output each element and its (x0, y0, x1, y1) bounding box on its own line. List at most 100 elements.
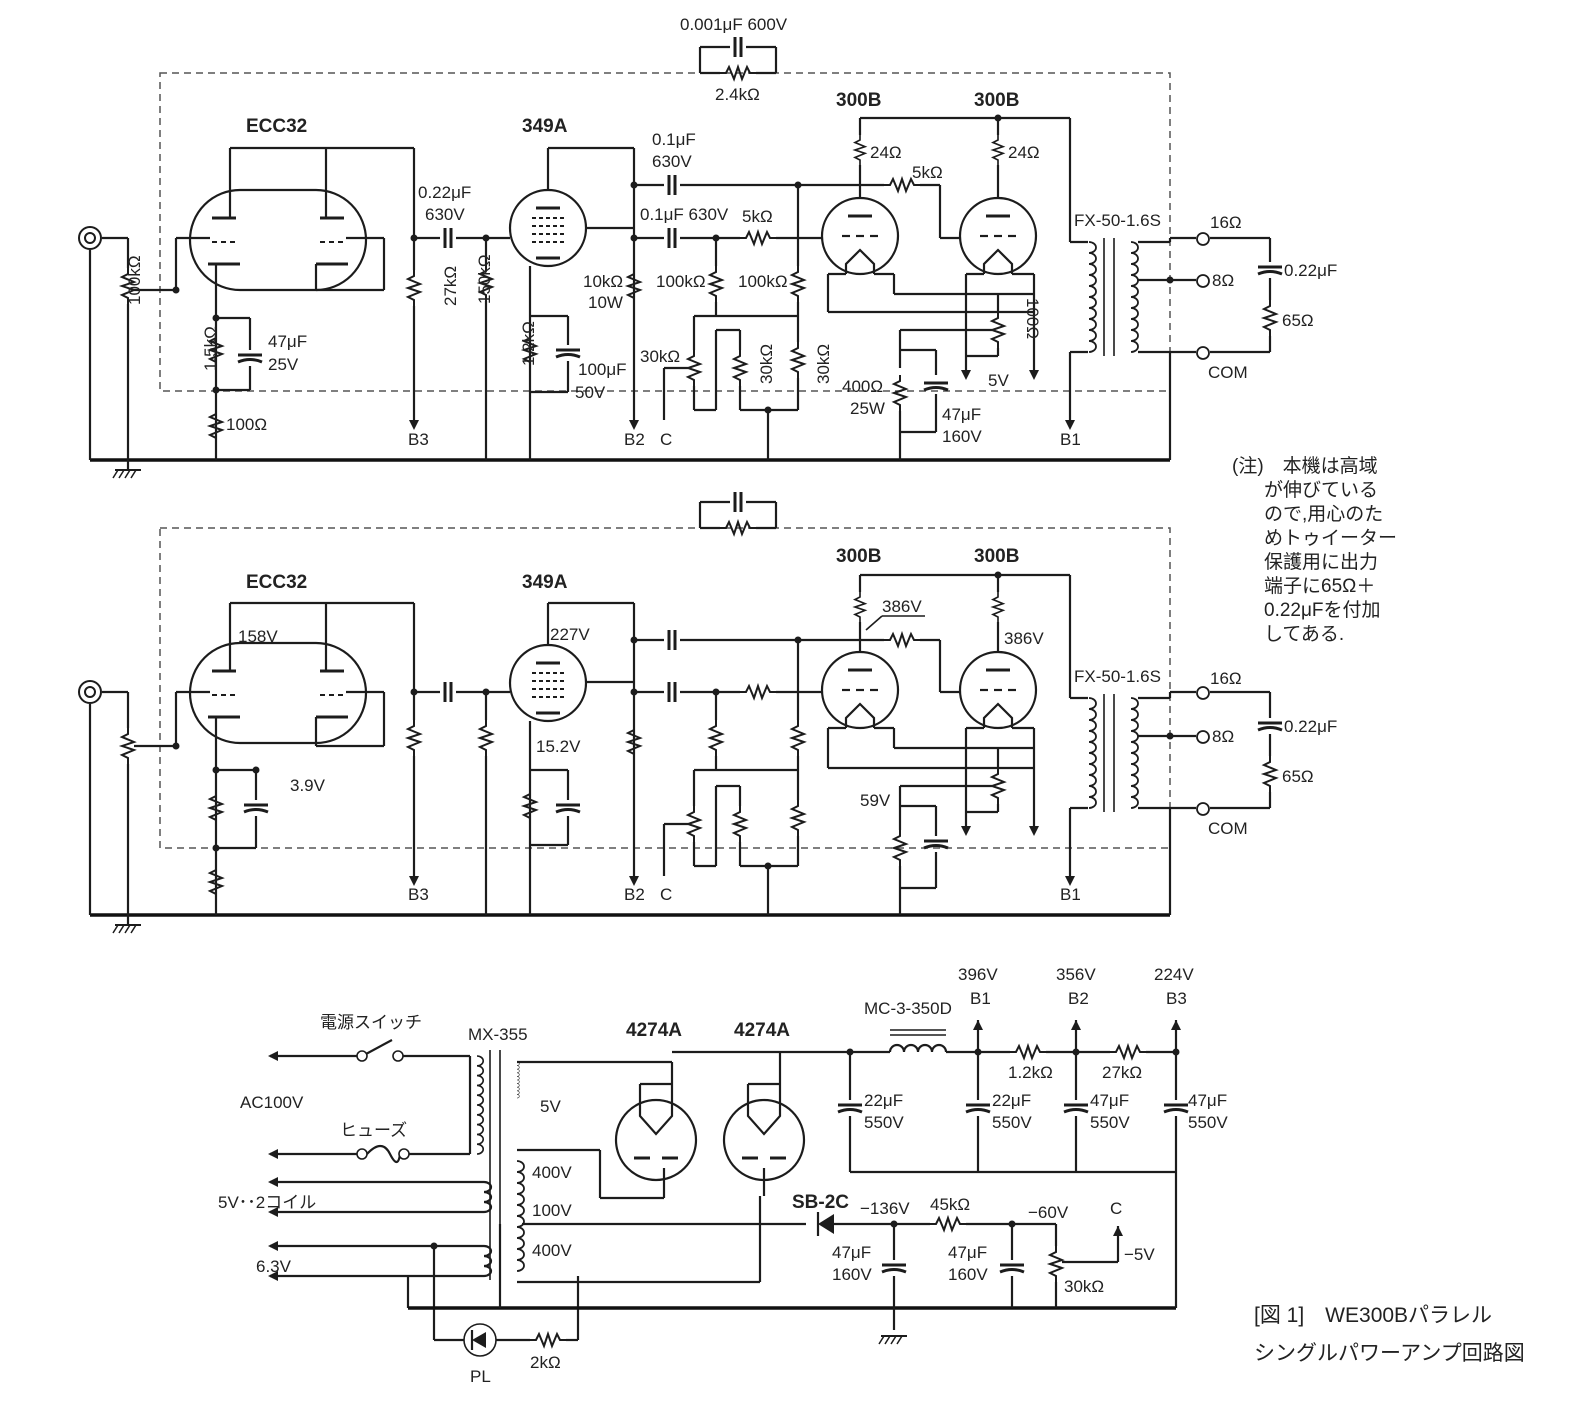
note-line-4: めトゥイーター (1264, 527, 1397, 549)
cathode-cap-label-2: 25V (268, 355, 299, 374)
note-line-8: してある. (1264, 624, 1344, 645)
v386b-label: 386V (1004, 629, 1044, 648)
c-top: C (660, 430, 672, 449)
r30k-pot-label: 30kΩ (640, 347, 680, 366)
v224-label: 224V (1154, 965, 1194, 984)
coil-label: 5V･･2コイル (218, 1193, 316, 1212)
300b-2-label: 300B (974, 90, 1019, 111)
r24-a-label: 24Ω (870, 143, 902, 162)
note-line-7: 0.22μFを付加 (1264, 599, 1381, 621)
note-line-6: 端子に65Ω＋ (1264, 575, 1375, 597)
r12k-label: 1.2kΩ (519, 321, 538, 366)
power-supply: 電源スイッチ AC100V ヒューズ MX-355 5V･･2コイル 6.3V (218, 965, 1228, 1386)
r100k-b-label: 100kΩ (738, 272, 788, 291)
r30k-a-label: 30kΩ (757, 344, 776, 384)
b2-psu: B2 (1068, 989, 1089, 1008)
b3-top: B3 (408, 430, 429, 449)
cathode-cap-label-1: 47μF (268, 332, 307, 351)
r400-label-1: 400Ω (842, 377, 883, 396)
c47b-label-1: 47μF (1188, 1091, 1227, 1110)
349a-label: 349A (522, 116, 568, 137)
rect2-label: 4274A (734, 1020, 790, 1041)
xfmr-mid-label: FX-50-1.6S (1074, 667, 1161, 686)
r45k-label: 45kΩ (930, 1195, 970, 1214)
b2-mid: B2 (624, 885, 645, 904)
note-line-2: が伸びている (1264, 479, 1378, 501)
b2-top: B2 (624, 430, 645, 449)
c-mid: C (660, 885, 672, 904)
c47a-label-1: 47μF (1090, 1091, 1129, 1110)
c47a-label-2: 550V (1090, 1113, 1130, 1132)
v386a-label: 386V (882, 597, 922, 616)
v63-label: 6.3V (256, 1257, 292, 1276)
cc-label-1: 0.22μF (418, 183, 471, 202)
v396-label: 396V (958, 965, 998, 984)
c01a-label-2: 630V (652, 152, 692, 171)
b1-psu: B1 (970, 989, 991, 1008)
r100-label: 100Ω (226, 415, 267, 434)
t16-label: 16Ω (1210, 213, 1242, 232)
c47-label-2: 160V (942, 427, 982, 446)
c022-label: 0.22μF (1284, 261, 1337, 280)
r12k-psu-label: 1.2kΩ (1008, 1063, 1053, 1082)
sb2c-label: SB-2C (792, 1192, 849, 1213)
caption-line-1: [図 1] WE300Bパラレル (1254, 1304, 1492, 1327)
note-line-3: ので,用心のた (1264, 504, 1383, 525)
pl-label: PL (470, 1367, 491, 1386)
v356-label: 356V (1056, 965, 1096, 984)
c01b-label: 0.1μF 630V (640, 205, 729, 224)
top-amplifier: 0.001μF 600V 2.4kΩ 100kΩ ECC32 (78, 15, 1337, 479)
c47c-label-2: 160V (832, 1265, 872, 1284)
v39-label: 3.9V (290, 776, 326, 795)
fuse-label: ヒューズ (340, 1121, 407, 1140)
v152-label: 15.2V (536, 737, 581, 756)
t8-mid-label: 8Ω (1212, 727, 1234, 746)
300b-2-mid-label: 300B (974, 546, 1019, 567)
ecc32-mid-label: ECC32 (246, 572, 307, 593)
v227-label: 227V (550, 625, 590, 644)
vm5-label: −5V (1124, 1245, 1155, 1264)
tcom-mid-label: COM (1208, 819, 1248, 838)
c22b-label-1: 22μF (992, 1091, 1031, 1110)
rect1-label: 4274A (626, 1020, 682, 1041)
r27k-label: 27kΩ (441, 266, 460, 306)
c100-label-2: 50V (575, 383, 606, 402)
hum-res-label: 100Ω (1023, 298, 1042, 339)
v5-label: 5V (988, 371, 1009, 390)
b3-psu: B3 (1166, 989, 1187, 1008)
mx355-label: MX-355 (468, 1025, 528, 1044)
cathode-res-label: 1.5kΩ (201, 326, 220, 371)
ecc32-label: ECC32 (246, 116, 307, 137)
ac-label: AC100V (240, 1093, 304, 1112)
c01a-label-1: 0.1μF (652, 130, 696, 149)
b1-top: B1 (1060, 430, 1081, 449)
r5k-a-label: 5kΩ (742, 207, 773, 226)
r27k-psu-label: 27kΩ (1102, 1063, 1142, 1082)
design-note: (注) 本機は高域 が伸びている ので,用心のた めトゥイーター 保護用に出力 … (1232, 455, 1397, 645)
v158-label: 158V (238, 627, 278, 646)
b3-mid: B3 (408, 885, 429, 904)
t8-label: 8Ω (1212, 271, 1234, 290)
xfmr-label: FX-50-1.6S (1074, 211, 1161, 230)
300b-1-mid-label: 300B (836, 546, 881, 567)
c100-label-1: 100μF (578, 360, 627, 379)
349a-mid-label: 349A (522, 572, 568, 593)
v59-label: 59V (860, 791, 891, 810)
300b-1-label: 300B (836, 90, 881, 111)
c022-mid-label: 0.22μF (1284, 717, 1337, 736)
r150k-label: 150kΩ (475, 254, 494, 304)
cc-label-2: 630V (425, 205, 465, 224)
vm60-label: −60V (1028, 1203, 1069, 1222)
mid-amplifier: ECC32 158V 3.9V B3 (78, 490, 1337, 934)
r30k-b-label: 30kΩ (814, 344, 833, 384)
feedback-cap-label: 0.001μF 600V (680, 15, 788, 34)
b1-mid: B1 (1060, 885, 1081, 904)
c22a-label-1: 22μF (864, 1091, 903, 1110)
c47-label-1: 47μF (942, 405, 981, 424)
c22b-label-2: 550V (992, 1113, 1032, 1132)
r65-label: 65Ω (1282, 311, 1314, 330)
feedback-res-label: 2.4kΩ (715, 85, 760, 104)
note-line-1: (注) 本機は高域 (1232, 455, 1378, 477)
c-psu: C (1110, 1199, 1122, 1218)
